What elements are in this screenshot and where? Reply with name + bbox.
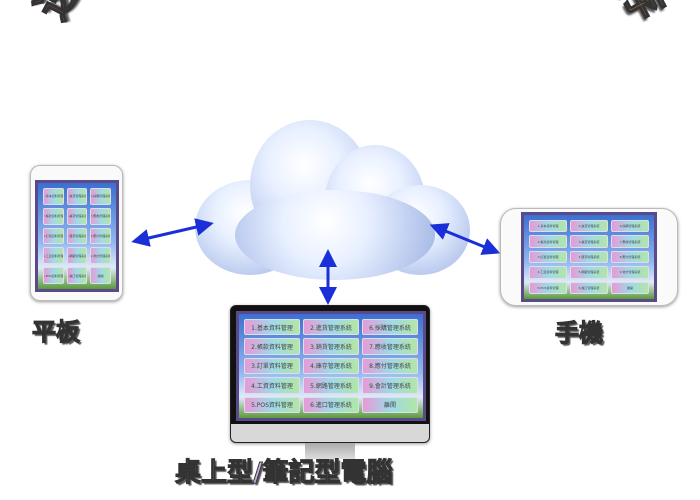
desktop-label: 桌上型/筆記型電腦 [175, 458, 393, 489]
menu-button[interactable]: 8.應付管理系統 [611, 250, 649, 264]
menu-button[interactable]: 4.庫存管理系統 [66, 227, 88, 245]
menu-button[interactable]: 2.進貨管理系統 [570, 220, 608, 233]
menu-button[interactable]: 2.帳款資料管理 [244, 338, 300, 355]
menu-button[interactable]: 5.網路管理系統 [303, 377, 359, 394]
menu-button[interactable]: 2.進貨管理系統 [66, 188, 88, 205]
menu-button[interactable]: 離開 [362, 396, 418, 413]
menu-button[interactable]: 6.進口管理系統 [303, 396, 359, 413]
menu-button[interactable]: 3.訂單資料管理 [43, 227, 64, 245]
menu-button[interactable]: 6.進口管理系統 [66, 267, 88, 284]
menu-button[interactable]: 離開 [611, 281, 649, 294]
menu-button[interactable]: 3.銷貨管理系統 [570, 235, 608, 248]
menu-button[interactable]: 9.會計管理系統 [611, 266, 649, 279]
menu-button[interactable]: 5.POS資料管理 [529, 281, 567, 294]
menu-button[interactable]: 6.採購管理系統 [90, 188, 111, 205]
menu-button[interactable]: 7.應收管理系統 [611, 235, 649, 248]
menu-button[interactable]: 9.會計管理系統 [90, 247, 111, 265]
menu-button[interactable]: 7.應收管理系統 [90, 207, 111, 225]
menu-button[interactable]: 1.基本資料管理 [244, 319, 300, 336]
menu-button[interactable]: 3.訂單資料管理 [244, 357, 300, 375]
menu-button[interactable]: 4.工資資料管理 [43, 247, 64, 265]
monitor-stand [305, 443, 355, 459]
menu-button[interactable]: 2.帳款資料管理 [529, 235, 567, 248]
arrow-tablet-cloud [131, 218, 214, 247]
menu-button[interactable]: 5.網路管理系統 [66, 247, 88, 265]
menu-button[interactable]: 1.基本資料管理 [529, 220, 567, 233]
menu-button[interactable]: 7.應收管理系統 [362, 338, 418, 355]
menu-button[interactable]: 3.訂單資料管理 [529, 250, 567, 264]
menu-button[interactable]: 4.庫存管理系統 [303, 357, 359, 375]
menu-button[interactable]: 9.會計管理系統 [362, 377, 418, 394]
menu-button[interactable]: 3.銷貨管理系統 [66, 207, 88, 225]
menu-button[interactable]: 2.進貨管理系統 [303, 319, 359, 336]
tablet-label: 平板 [32, 318, 81, 347]
menu-button[interactable]: 6.採購管理系統 [362, 319, 418, 336]
menu-button[interactable]: 6.採購管理系統 [611, 220, 649, 233]
phone-label: 手機 [555, 319, 604, 348]
arrow-cloud-phone [429, 223, 501, 255]
menu-button[interactable]: 8.應付管理系統 [90, 227, 111, 245]
menu-button[interactable]: 5.網路管理系統 [570, 266, 608, 279]
menu-button[interactable]: 2.帳款資料管理 [43, 207, 64, 225]
menu-button[interactable]: 1.基本資料管理 [43, 188, 64, 205]
menu-button[interactable]: 4.工資資料管理 [529, 266, 567, 279]
menu-button[interactable]: 4.庫存管理系統 [570, 250, 608, 264]
menu-button[interactable]: 5.POS資料管理 [43, 267, 64, 284]
menu-button[interactable]: 離開 [90, 267, 111, 284]
menu-button[interactable]: 4.工資資料管理 [244, 377, 300, 394]
menu-button[interactable]: 6.進口管理系統 [570, 281, 608, 294]
menu-button[interactable]: 5.POS資料管理 [244, 396, 300, 413]
menu-button[interactable]: 3.銷貨管理系統 [303, 338, 359, 355]
menu-button[interactable]: 8.應付管理系統 [362, 357, 418, 375]
